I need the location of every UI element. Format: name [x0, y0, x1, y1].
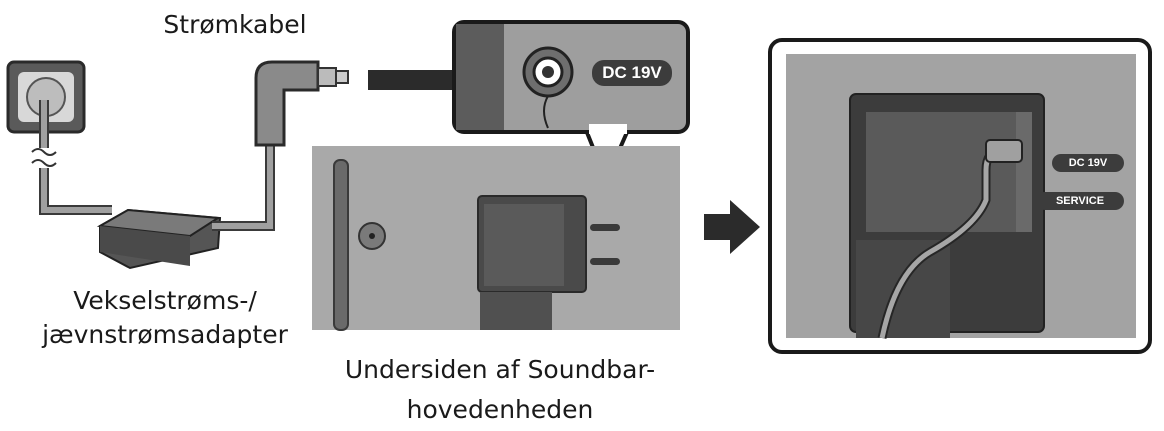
power-cable — [212, 60, 349, 231]
bottom-view-label-line2: hovedenheden — [406, 395, 594, 424]
bottom-view-label-line1: Undersiden af Soundbar- — [344, 355, 656, 384]
soundbar-underside — [312, 146, 680, 331]
arrow-right-icon — [368, 54, 496, 106]
adapter-label-line2: jævnstrømsadapter — [42, 319, 288, 349]
adapter-label: Vekselstrøms-/ jævnstrømsadapter — [40, 284, 290, 352]
bottom-view-label: Undersiden af Soundbar- hovedenheden — [330, 350, 670, 430]
detail-dc-port-label: DC 19V — [1052, 154, 1124, 172]
adapter-mains-cord — [31, 100, 112, 215]
detail-service-port-label: SERVICE — [1036, 192, 1124, 210]
dc-port-callout — [452, 20, 690, 186]
service-port-marker — [590, 258, 620, 265]
power-adapter — [96, 208, 222, 270]
power-cable-label: Strømkabel — [163, 10, 307, 39]
wall-socket — [6, 60, 86, 134]
callout-dc-port-label: DC 19V — [592, 60, 672, 86]
dc-port-marker — [590, 224, 620, 231]
arrow-right-icon — [704, 200, 760, 254]
adapter-label-line1: Vekselstrøms-/ — [73, 286, 257, 315]
